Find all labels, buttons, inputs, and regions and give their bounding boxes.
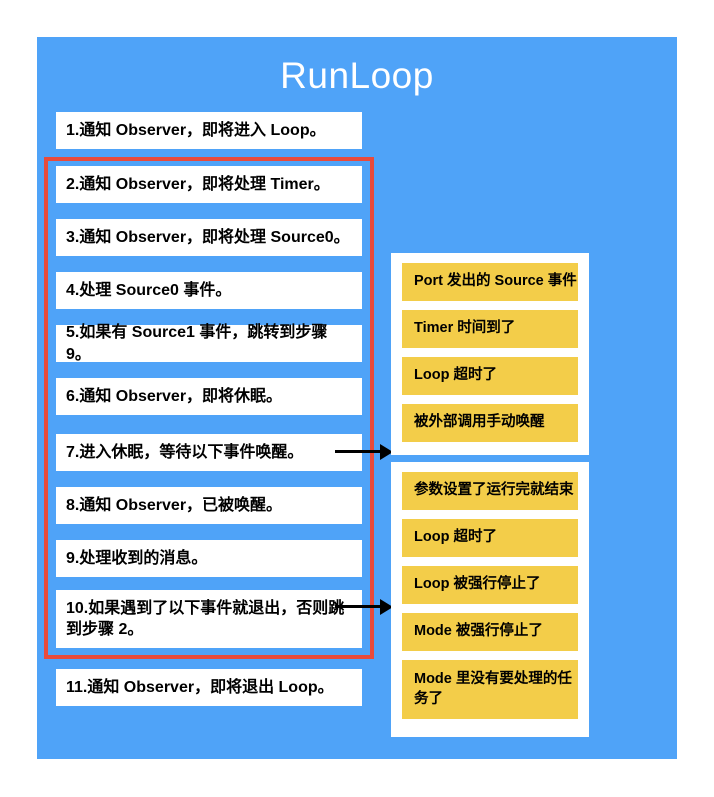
step-text: 3.通知 Observer，即将处理 Source0。 bbox=[66, 228, 350, 246]
event-text: Port 发出的 Source 事件 bbox=[414, 273, 577, 290]
event-text: Loop 超时了 bbox=[414, 367, 497, 384]
step-text: 1.通知 Observer，即将进入 Loop。 bbox=[66, 121, 326, 139]
step-text: 6.通知 Observer，即将休眠。 bbox=[66, 387, 283, 405]
step-box-9: 9.处理收到的消息。 bbox=[56, 540, 362, 577]
step-box-3: 3.通知 Observer，即将处理 Source0。 bbox=[56, 219, 362, 256]
wake-events-group: Port 发出的 Source 事件 Timer 时间到了 Loop 超时了 被… bbox=[391, 253, 589, 455]
event-text: Mode 里没有要处理的任务了 bbox=[414, 670, 572, 707]
arrow-shaft bbox=[335, 605, 380, 608]
exit-event-box: 参数设置了运行完就结束 bbox=[402, 472, 578, 510]
step-text: 5.如果有 Source1 事件，跳转到步骤 9。 bbox=[66, 324, 328, 363]
wake-event-box: Timer 时间到了 bbox=[402, 310, 578, 348]
step-text: 4.处理 Source0 事件。 bbox=[66, 281, 232, 299]
arrow-shaft bbox=[335, 450, 380, 453]
loop-highlight-border bbox=[44, 157, 374, 659]
event-text: Loop 超时了 bbox=[414, 529, 497, 546]
wake-event-box: Loop 超时了 bbox=[402, 357, 578, 395]
arrow-right-icon bbox=[380, 443, 393, 460]
event-text: 参数设置了运行完就结束 bbox=[414, 482, 574, 499]
step-box-2: 2.通知 Observer，即将处理 Timer。 bbox=[56, 166, 362, 203]
step-box-7: 7.进入休眠，等待以下事件唤醒。 bbox=[56, 434, 362, 471]
wake-event-box: Port 发出的 Source 事件 bbox=[402, 263, 578, 301]
event-text: Loop 被强行停止了 bbox=[414, 576, 541, 593]
step-box-11: 11.通知 Observer，即将退出 Loop。 bbox=[56, 669, 362, 706]
step-box-4: 4.处理 Source0 事件。 bbox=[56, 272, 362, 309]
exit-to-exit-events-arrow bbox=[335, 598, 393, 615]
step-box-5: 5.如果有 Source1 事件，跳转到步骤 9。 bbox=[56, 324, 362, 363]
step-text: 10.如果遇到了以下事件就退出，否则跳到步骤 2。 bbox=[66, 599, 345, 638]
step-box-1: 1.通知 Observer，即将进入 Loop。 bbox=[56, 112, 362, 149]
exit-event-box: Mode 里没有要处理的任务了 bbox=[402, 660, 578, 719]
exit-event-box: Mode 被强行停止了 bbox=[402, 613, 578, 651]
step-text: 7.进入休眠，等待以下事件唤醒。 bbox=[66, 443, 304, 461]
arrow-right-icon bbox=[380, 598, 393, 615]
step-box-10: 10.如果遇到了以下事件就退出，否则跳到步骤 2。 bbox=[56, 590, 362, 648]
event-text: Timer 时间到了 bbox=[414, 320, 516, 337]
event-text: 被外部调用手动唤醒 bbox=[414, 414, 545, 431]
step-text: 8.通知 Observer，已被唤醒。 bbox=[66, 496, 283, 514]
sleep-to-wake-events-arrow bbox=[335, 443, 393, 460]
wake-event-box: 被外部调用手动唤醒 bbox=[402, 404, 578, 442]
step-text: 2.通知 Observer，即将处理 Timer。 bbox=[66, 175, 330, 193]
exit-events-group: 参数设置了运行完就结束 Loop 超时了 Loop 被强行停止了 Mode 被强… bbox=[391, 462, 589, 737]
exit-event-box: Loop 超时了 bbox=[402, 519, 578, 557]
step-box-8: 8.通知 Observer，已被唤醒。 bbox=[56, 487, 362, 524]
step-box-6: 6.通知 Observer，即将休眠。 bbox=[56, 378, 362, 415]
diagram-title: RunLoop bbox=[280, 55, 434, 96]
exit-event-box: Loop 被强行停止了 bbox=[402, 566, 578, 604]
step-text: 11.通知 Observer，即将退出 Loop。 bbox=[66, 678, 334, 696]
event-text: Mode 被强行停止了 bbox=[414, 623, 543, 640]
blue-panel: RunLoop 1.通知 Observer，即将进入 Loop。 2.通知 Ob… bbox=[37, 37, 677, 759]
step-text: 9.处理收到的消息。 bbox=[66, 549, 208, 567]
